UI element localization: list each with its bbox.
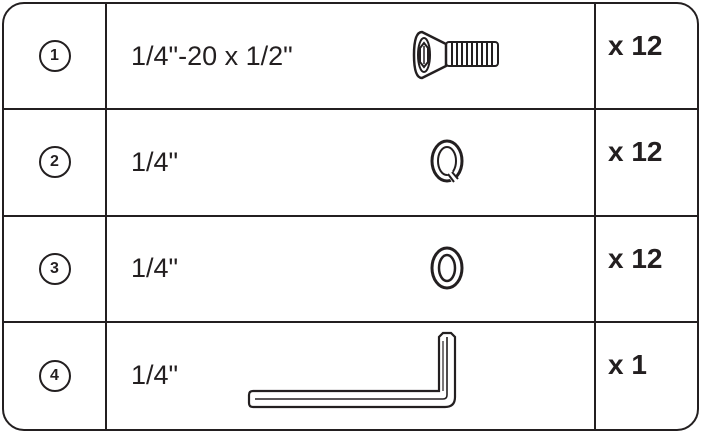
part-number-cell: 1 [4, 4, 107, 111]
part-size-label: 1/4" [131, 146, 179, 177]
part-quantity: x 12 [608, 242, 663, 274]
part-quantity: x 1 [608, 348, 647, 380]
part-number-cell: 3 [4, 216, 107, 323]
part-description-cell: 1/4"-20 x 1/2" [107, 4, 596, 111]
part-quantity-cell: x 12 [596, 110, 697, 217]
part-quantity: x 12 [608, 30, 663, 61]
part-number-badge: 1 [38, 40, 71, 73]
part-number-badge: 3 [38, 252, 71, 285]
part-description-cell: 1/4" [107, 216, 596, 323]
part-number-cell: 2 [4, 110, 107, 217]
hardware-parts-table: 1 1/4"-20 x 1/2" x [2, 2, 699, 431]
part-quantity-cell: x 12 [596, 4, 697, 111]
part-size-label: 1/4" [131, 360, 179, 391]
flat-head-hex-screw-icon [412, 30, 499, 80]
part-size-label: 1/4"-20 x 1/2" [131, 40, 293, 71]
part-quantity-cell: x 1 [596, 323, 697, 429]
part-quantity: x 12 [608, 136, 663, 168]
part-number-badge: 4 [38, 359, 71, 392]
part-quantity-cell: x 12 [596, 217, 697, 323]
part-number-badge: 2 [38, 146, 71, 179]
split-lock-washer-icon [430, 139, 464, 184]
part-size-label: 1/4" [131, 253, 179, 284]
hex-key-icon [247, 331, 457, 408]
part-number-cell: 4 [4, 322, 107, 429]
flat-washer-icon [430, 246, 464, 289]
part-description-cell: 1/4" [107, 110, 596, 217]
part-description-cell: 1/4" [107, 322, 596, 429]
